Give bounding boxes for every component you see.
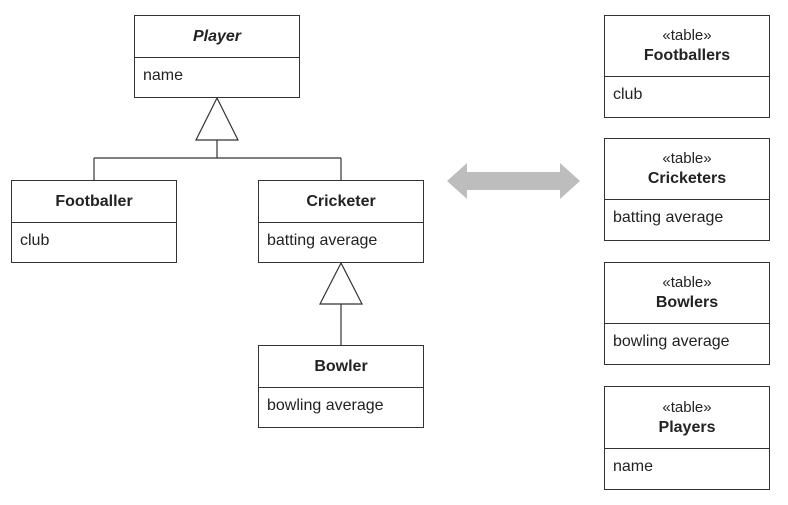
table-players-name: Players	[658, 418, 716, 436]
table-footballers-columns: club	[605, 77, 769, 104]
class-cricketer-name: Cricketer	[306, 192, 376, 210]
table-bowlers: «table» Bowlers bowling average	[604, 262, 770, 365]
table-footballers-stereotype: «table»	[662, 27, 712, 44]
table-cricketers: «table» Cricketers batting average	[604, 138, 770, 241]
class-cricketer-attribute: batting average	[267, 232, 378, 249]
table-cricketers-name: Cricketers	[647, 170, 727, 187]
class-footballer-attributes: club	[12, 223, 176, 250]
table-players-columns: name	[605, 449, 769, 476]
table-bowlers-header: «table» Bowlers	[605, 263, 769, 324]
generalization-arrow-player	[195, 96, 239, 141]
table-cricketers-column: batting average	[613, 209, 724, 226]
class-player-attributes: name	[135, 58, 299, 85]
class-footballer-name: Footballer	[55, 192, 133, 210]
class-player-attribute: name	[143, 67, 184, 84]
class-bowler-attribute: bowling average	[267, 397, 384, 414]
table-players-stereotype: «table»	[662, 398, 712, 416]
class-player: Player name	[134, 15, 300, 98]
table-bowlers-columns: bowling average	[605, 324, 769, 351]
table-cricketers-columns: batting average	[605, 200, 769, 227]
class-bowler-header: Bowler	[259, 346, 423, 388]
table-cricketers-header: «table» Cricketers	[605, 139, 769, 200]
table-footballers-column: club	[613, 86, 643, 103]
class-footballer-header: Footballer	[12, 181, 176, 223]
table-players: «table» Players name	[604, 386, 770, 490]
class-bowler-name: Bowler	[314, 357, 368, 375]
class-cricketer-attributes: batting average	[259, 223, 423, 250]
class-bowler: Bowler bowling average	[258, 345, 424, 428]
generalization-arrow-cricketer	[319, 261, 363, 305]
class-footballer-attribute: club	[20, 232, 50, 249]
table-footballers-header: «table» Footballers	[605, 16, 769, 77]
table-bowlers-column: bowling average	[613, 333, 730, 350]
class-player-header: Player	[135, 16, 299, 58]
class-cricketer: Cricketer batting average	[258, 180, 424, 263]
class-cricketer-header: Cricketer	[259, 181, 423, 223]
table-cricketers-stereotype: «table»	[662, 150, 712, 167]
mapping-double-arrow	[447, 163, 580, 199]
class-bowler-attributes: bowling average	[259, 388, 423, 415]
table-bowlers-name: Bowlers	[655, 294, 719, 311]
class-player-name: Player	[192, 27, 242, 45]
table-players-column: name	[613, 458, 654, 475]
class-footballer: Footballer club	[11, 180, 177, 263]
table-players-header: «table» Players	[605, 387, 769, 449]
table-footballers-name: Footballers	[643, 47, 731, 64]
table-bowlers-stereotype: «table»	[662, 274, 712, 291]
table-footballers: «table» Footballers club	[604, 15, 770, 118]
